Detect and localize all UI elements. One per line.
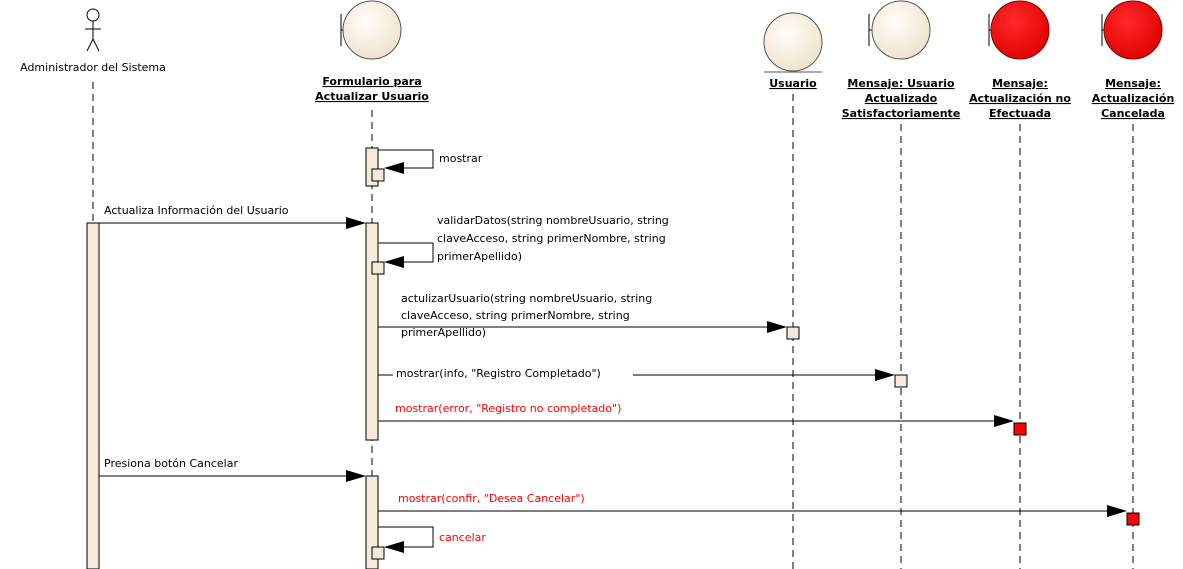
lifelines bbox=[92, 82, 1134, 569]
entity-circle bbox=[763, 12, 823, 72]
arrow-head bbox=[384, 256, 404, 268]
message-label-line2: claveAcceso, string primerNombre, string bbox=[437, 232, 666, 245]
message-label: mostrar(confir, "Desea Cancelar") bbox=[398, 492, 585, 505]
message-label: cancelar bbox=[439, 531, 486, 544]
boundary-mensaje-usuario-actualizado bbox=[868, 0, 931, 60]
boundary-circle bbox=[342, 0, 402, 60]
activation-admin bbox=[86, 222, 100, 569]
activations bbox=[86, 147, 1140, 569]
message-label-line3: primerApellido) bbox=[437, 250, 522, 263]
title-mensaje-cancel-line2: Actualización bbox=[1092, 92, 1175, 105]
title-usuario: Usuario bbox=[769, 77, 817, 90]
actor-leg-left bbox=[86, 38, 94, 52]
activation-formulario-3 bbox=[365, 475, 379, 569]
boundary-circle bbox=[1103, 0, 1163, 60]
message-actualizar-usuario: actulizarUsuario(string nombreUsuario, s… bbox=[378, 292, 787, 339]
activation-formulario-3-nested-cancelar bbox=[371, 546, 385, 560]
arrow-head bbox=[384, 162, 404, 174]
title-mensaje-cancel-line1: Mensaje: bbox=[1105, 77, 1161, 90]
message-mostrar-confir: mostrar(confir, "Desea Cancelar") bbox=[378, 492, 1127, 517]
label-bg bbox=[393, 366, 633, 380]
activation-usuario bbox=[786, 326, 800, 340]
arrow-head bbox=[875, 369, 895, 381]
arrow-head bbox=[384, 541, 404, 553]
title-formulario-line1: Formulario para bbox=[322, 75, 421, 88]
activation-formulario-2-nested bbox=[371, 261, 385, 275]
entity-usuario bbox=[763, 12, 823, 73]
title-mensaje-fail-line1: Mensaje: bbox=[992, 77, 1048, 90]
message-label: Presiona botón Cancelar bbox=[104, 457, 238, 470]
self-call-line bbox=[378, 242, 434, 263]
self-call-line bbox=[378, 526, 434, 548]
title-mensaje-ok-line2: Actualizado bbox=[865, 92, 938, 105]
arrow-head bbox=[994, 415, 1014, 427]
message-mostrar-error: mostrar(error, "Registro no completado") bbox=[378, 402, 1014, 427]
boundary-mensaje-cancelada bbox=[1101, 0, 1163, 60]
title-mensaje-ok-line3: Satisfactoriamente bbox=[842, 107, 961, 120]
title-formulario-line2: Actualizar Usuario bbox=[315, 90, 429, 103]
message-presiona-cancelar: Presiona botón Cancelar bbox=[99, 457, 366, 482]
actor-leg-right bbox=[92, 38, 100, 52]
actor-administrador bbox=[85, 8, 101, 52]
title-mensaje-fail-line3: Efectuada bbox=[989, 107, 1051, 120]
message-label-line3: primerApellido) bbox=[401, 326, 486, 339]
activation-formulario-1-nested bbox=[371, 168, 385, 182]
message-label-line1: validarDatos(string nombreUsuario, strin… bbox=[437, 214, 669, 227]
arrow-head bbox=[1107, 505, 1127, 517]
activation-mensaje-fail bbox=[1013, 422, 1027, 436]
message-label: Actualiza Información del Usuario bbox=[104, 204, 289, 217]
title-mensaje-ok-line1: Mensaje: Usuario bbox=[847, 77, 955, 90]
boundary-formulario bbox=[340, 0, 402, 60]
activation-formulario-2 bbox=[365, 222, 379, 441]
arrow-head bbox=[346, 217, 366, 229]
message-label: mostrar(error, "Registro no completado") bbox=[395, 402, 621, 415]
title-mensaje-cancel-line3: Cancelada bbox=[1101, 107, 1165, 120]
actor-head bbox=[86, 8, 100, 22]
activation-mensaje-ok bbox=[894, 374, 908, 388]
message-label: mostrar bbox=[439, 152, 483, 165]
boundary-mensaje-no-efectuada bbox=[988, 0, 1050, 60]
message-cancelar: cancelar bbox=[378, 526, 486, 553]
actor-label: Administrador del Sistema bbox=[20, 61, 166, 74]
message-label-line1: actulizarUsuario(string nombreUsuario, s… bbox=[401, 292, 652, 305]
boundary-circle bbox=[990, 0, 1050, 60]
title-mensaje-fail-line2: Actualización no bbox=[969, 92, 1071, 105]
arrow-head bbox=[346, 470, 366, 482]
boundary-circle bbox=[871, 0, 931, 60]
message-mostrar-info: mostrar(info, "Registro Completado") bbox=[378, 366, 895, 381]
message-validar-datos: validarDatos(string nombreUsuario, strin… bbox=[378, 214, 669, 268]
message-actualiza-informacion: Actualiza Información del Usuario bbox=[99, 204, 366, 229]
arrow-head bbox=[767, 321, 787, 333]
message-label-line2: claveAcceso, string primerNombre, string bbox=[401, 309, 630, 322]
self-call-line bbox=[378, 149, 434, 169]
message-mostrar: mostrar bbox=[378, 149, 483, 174]
message-label: mostrar(info, "Registro Completado") bbox=[396, 367, 601, 380]
activation-mensaje-cancel bbox=[1126, 512, 1140, 526]
